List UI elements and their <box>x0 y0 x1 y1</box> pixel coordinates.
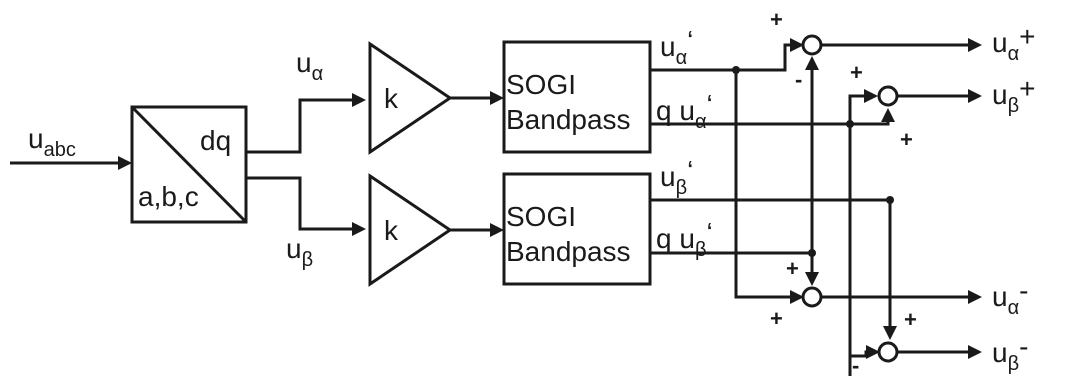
input-label: uabc <box>28 123 76 161</box>
u-beta-prime-label: uβ‘ <box>660 155 693 199</box>
gain-beta-label: k <box>384 215 399 246</box>
q-u-beta-prime-label: q uβ‘ <box>656 217 713 261</box>
arrowhead <box>805 272 819 286</box>
transform-dq-label: dq <box>200 125 231 156</box>
beta-wire <box>246 176 352 231</box>
gain-alpha-label: k <box>384 83 399 114</box>
junction-dot <box>732 66 740 74</box>
transform-abc-label: a,b,c <box>138 181 199 212</box>
arrowhead <box>490 91 504 105</box>
arrowhead <box>881 108 895 122</box>
arrowhead <box>968 38 982 52</box>
sum-beta-pos <box>877 85 899 107</box>
sum-beta-neg <box>877 341 899 363</box>
sogi-block-alpha <box>502 40 652 154</box>
u-alpha-prime-down-wire <box>734 70 790 299</box>
junction-dot <box>886 196 894 204</box>
arrowhead <box>352 93 366 107</box>
sign-beta-neg-in2: - <box>852 353 859 376</box>
sogi-block-beta <box>502 172 652 286</box>
beta-pos-input-wire <box>848 94 866 124</box>
alpha-wire <box>246 98 352 154</box>
arrowhead <box>866 345 880 359</box>
u-alpha-prime-wire <box>650 43 790 72</box>
sign-beta-pos-in1: + <box>850 60 863 85</box>
junction-dot <box>808 249 816 257</box>
arrowhead <box>864 89 878 103</box>
arrowhead <box>352 222 366 236</box>
out-beta-neg-label: uβ- <box>992 331 1028 375</box>
gain-alpha <box>368 41 453 155</box>
sogi-beta-line1: SOGI <box>506 201 576 232</box>
arrowhead <box>790 290 804 304</box>
q-u-alpha-prime-label: q uα‘ <box>656 89 713 133</box>
sign-beta-neg-in1: + <box>904 307 917 332</box>
sign-alpha-pos-in1: + <box>770 7 783 32</box>
arrowhead <box>883 326 897 340</box>
transform-diagonal <box>130 105 248 224</box>
alpha-signal-label: uα <box>296 47 323 85</box>
arrowhead <box>805 56 819 70</box>
sign-alpha-neg-in2: + <box>770 306 783 331</box>
arrowhead <box>968 290 982 304</box>
arrowhead <box>968 89 982 103</box>
u-alpha-prime-label: uα‘ <box>660 25 693 69</box>
beta-signal-label: uβ <box>286 233 313 271</box>
sum-alpha-neg <box>801 286 823 308</box>
sign-beta-pos-in2: + <box>900 127 913 152</box>
sogi-beta-line2: Bandpass <box>506 236 631 267</box>
sign-alpha-pos-in2: - <box>795 67 802 92</box>
sogi-alpha-line1: SOGI <box>506 69 576 100</box>
out-alpha-pos-label: uα+ <box>992 21 1036 65</box>
sign-alpha-neg-in1: + <box>786 256 799 281</box>
sum-alpha-pos <box>801 34 823 56</box>
sogi-alpha-line2: Bandpass <box>506 104 631 135</box>
arrowhead <box>968 345 982 359</box>
gain-beta <box>368 173 453 287</box>
out-alpha-neg-label: uα- <box>992 275 1028 319</box>
out-beta-pos-label: uβ+ <box>992 73 1035 117</box>
arrowhead <box>118 156 132 170</box>
arrowhead <box>790 38 804 52</box>
arrowhead <box>490 223 504 237</box>
